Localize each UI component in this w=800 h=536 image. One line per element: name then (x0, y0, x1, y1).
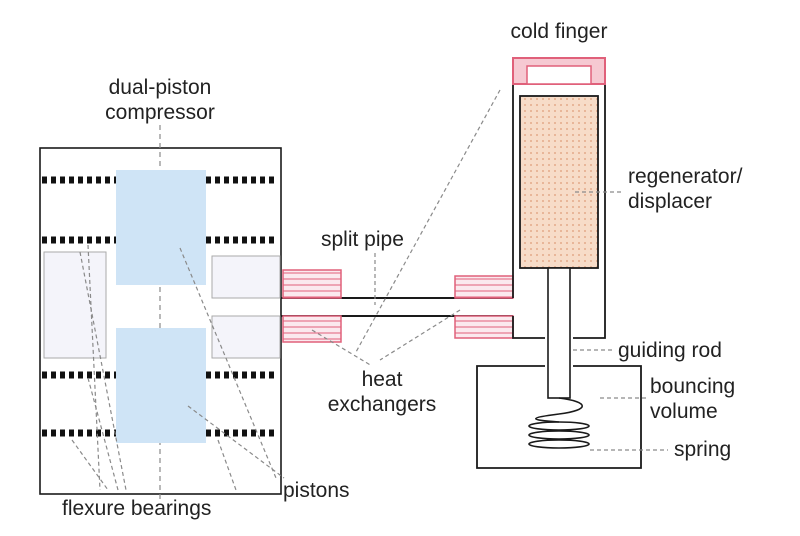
heat-exchanger-coldfinger-top (454, 275, 514, 299)
cold-finger-tube (512, 84, 606, 339)
heat-exchanger-coldfinger-bottom (454, 315, 514, 339)
label-heat-line1: heat (362, 368, 403, 391)
heat-exchanger-compressor-top (282, 269, 342, 299)
right-side-chamber-upper (211, 255, 281, 299)
label-cold-finger: cold finger (511, 20, 608, 43)
regenerator-displacer (519, 95, 599, 269)
leader-lines (71, 89, 668, 491)
label-compressor-line2: compressor (105, 101, 215, 124)
cold-finger-cap-inner (526, 65, 592, 85)
label-heat-line2: exchangers (328, 393, 437, 416)
label-bouncing-line1: bouncing (650, 375, 735, 398)
lower-piston (116, 328, 206, 443)
label-bouncing-line2: volume (650, 400, 718, 423)
label-pistons: pistons (283, 479, 350, 502)
label-spring: spring (674, 438, 731, 461)
label-guiding-rod: guiding rod (618, 339, 722, 362)
label-compressor-line1: dual-piston (109, 76, 212, 99)
guiding-rod (547, 267, 571, 399)
spring (528, 397, 590, 449)
upper-piston (116, 170, 206, 285)
label-flexure-bearings: flexure bearings (62, 497, 211, 520)
bouncing-volume-housing (476, 365, 642, 469)
split-pipe (281, 297, 513, 317)
right-side-chamber-lower (211, 315, 281, 359)
label-regenerator-line2: displacer (628, 190, 712, 213)
heat-exchanger-compressor-bottom (282, 315, 342, 343)
left-side-chamber (43, 251, 107, 359)
label-regenerator-line1: regenerator/ (628, 165, 743, 188)
flexure-bearings (42, 176, 278, 437)
label-split-pipe: split pipe (321, 228, 404, 251)
